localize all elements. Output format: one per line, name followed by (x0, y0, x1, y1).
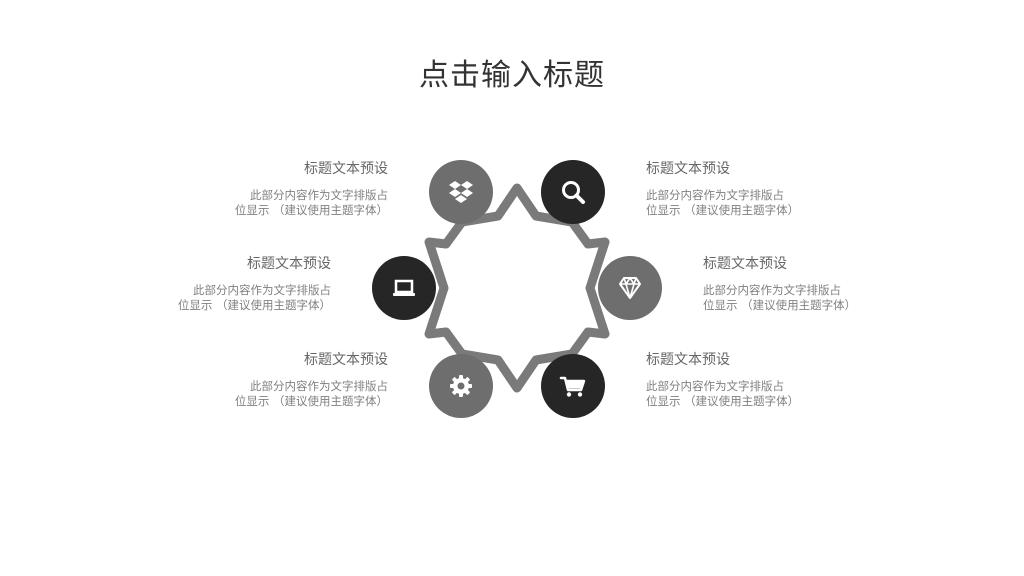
text-block-mid-left: 标题文本预设 此部分内容作为文字排版占位显示 （建议使用主题字体） (101, 255, 331, 313)
item-title: 标题文本预设 (646, 161, 730, 177)
cart-icon (559, 376, 586, 397)
item-title: 标题文本预设 (304, 352, 388, 368)
diamond-icon (619, 277, 641, 299)
item-title: 标题文本预设 (703, 256, 787, 272)
item-title: 标题文本预设 (646, 352, 730, 368)
text-block-bottom-left: 标题文本预设 此部分内容作为文字排版占位显示 （建议使用主题字体） (158, 351, 388, 409)
item-description: 此部分内容作为文字排版占位显示 （建议使用主题字体） (234, 188, 388, 217)
text-block-top-left: 标题文本预设 此部分内容作为文字排版占位显示 （建议使用主题字体） (158, 160, 388, 218)
item-description: 此部分内容作为文字排版占位显示 （建议使用主题字体） (646, 188, 800, 217)
laptop-icon (393, 279, 415, 296)
gear-icon (450, 375, 472, 397)
node-gear (429, 354, 493, 418)
node-laptop (372, 256, 436, 320)
item-title: 标题文本预设 (247, 256, 331, 272)
text-block-mid-right: 标题文本预设 此部分内容作为文字排版占位显示 （建议使用主题字体） (703, 255, 933, 313)
dropbox-icon (449, 181, 473, 203)
node-dropbox (429, 160, 493, 224)
page-title: 点击输入标题 (419, 58, 605, 93)
text-block-top-right: 标题文本预设 此部分内容作为文字排版占位显示 （建议使用主题字体） (646, 160, 876, 218)
search-icon (562, 181, 585, 204)
node-search (541, 160, 605, 224)
node-diamond (598, 256, 662, 320)
text-block-bottom-right: 标题文本预设 此部分内容作为文字排版占位显示 （建议使用主题字体） (646, 351, 876, 409)
item-description: 此部分内容作为文字排版占位显示 （建议使用主题字体） (177, 283, 331, 312)
item-description: 此部分内容作为文字排版占位显示 （建议使用主题字体） (703, 283, 857, 312)
item-title: 标题文本预设 (304, 161, 388, 177)
item-description: 此部分内容作为文字排版占位显示 （建议使用主题字体） (234, 379, 388, 408)
node-cart (541, 354, 605, 418)
item-description: 此部分内容作为文字排版占位显示 （建议使用主题字体） (646, 379, 800, 408)
